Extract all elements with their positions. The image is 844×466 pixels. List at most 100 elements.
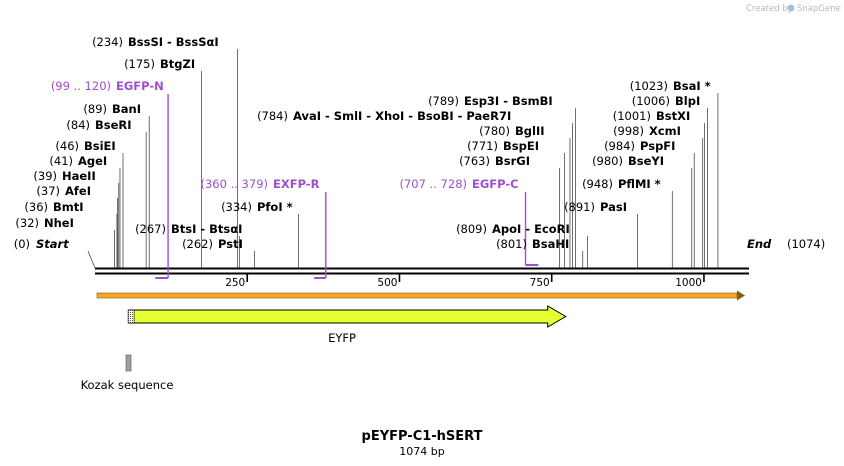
site-label-xcmi: (998) XcmI (613, 124, 681, 138)
map-length: 1074 bp (399, 445, 444, 458)
site-label-esp3i-bsmbi: (789) Esp3I - BsmBI (428, 94, 553, 108)
site-position: (780) (479, 124, 510, 138)
site-leader-lines (87, 49, 719, 269)
site-position: (175) (124, 57, 155, 71)
tick-label-500: 500 (377, 277, 397, 289)
site-name: BsaI * (673, 79, 711, 93)
feature-eyfp: EYFP (127, 305, 567, 345)
site-position: (1001) (613, 109, 651, 123)
site-label-apoi-ecori: (809)ApoI - EcoRI (456, 222, 570, 236)
site-name: BssSI - BssSαI (128, 35, 219, 49)
eyfp-arrow (128, 305, 567, 328)
site-name: EGFP-C (472, 177, 519, 191)
site-label-bspei: (771)BspEI (467, 139, 539, 153)
site-position: (37) (36, 184, 60, 198)
site-label-pasi: (891) PasI (564, 200, 627, 214)
tick-label-1000: 1000 (675, 277, 702, 289)
site-name: BmtI (53, 200, 84, 214)
site-name: EGFP-N (116, 79, 164, 93)
kozak-box (125, 354, 132, 372)
site-name: PspFI (640, 139, 675, 153)
site-name: BstXI (656, 109, 690, 123)
site-label-avai-smli-xhoi-bsobi-paer7i: (784)AvaI - SmlI - XhoI - BsoBI - PaeR7I (257, 109, 511, 123)
site-position: (39) (33, 169, 57, 183)
site-label-bsai: (1023)BsaI * (630, 79, 711, 93)
eyfp-start-cap (127, 309, 135, 324)
site-position: (801) (496, 237, 527, 251)
site-position: (36) (24, 200, 48, 214)
orf-arrowhead-icon (737, 290, 745, 301)
site-name: BsrGI (495, 154, 530, 168)
site-name: PasI (600, 200, 627, 214)
site-label-blpi: (1006) BlpI (632, 94, 700, 108)
site-position: (360 .. 379) (201, 177, 269, 191)
site-position: (948) (582, 177, 613, 191)
site-position: (41) (49, 154, 73, 168)
credit-brand: SnapGene (797, 4, 841, 14)
site-name: BseYI (628, 154, 664, 168)
credit-prefix: Created by (746, 4, 793, 14)
site-label-bmti: (36) BmtI (24, 200, 83, 214)
site-label-bsssi-bsss-i: (234) BssSI - BssSαI (92, 35, 219, 49)
map-title: pEYFP-C1-hSERT (362, 429, 483, 444)
site-label-bseri: (84)BseRI (66, 118, 131, 132)
site-label-bsiei: (46) BsiEI (55, 139, 115, 153)
site-label-bseyi: (980) BseYI (592, 154, 664, 168)
site-position: (771) (467, 139, 498, 153)
end-position: (1074) (787, 237, 825, 251)
site-position: (763) (459, 154, 490, 168)
site-label-psti: (262) PstI (182, 237, 243, 251)
site-label-bani: (89)BanI (83, 102, 141, 116)
site-label-bsahi: (801) BsaHI (496, 237, 569, 251)
tick-label-750: 750 (530, 277, 550, 289)
site-position: (984) (604, 139, 635, 153)
site-name: BseRI (95, 118, 132, 132)
site-position: (891) (564, 200, 595, 214)
site-label-primer-exfp-r: (360 .. 379)EXFP-R (201, 177, 320, 191)
site-label-pspfi: (984) PspFI (604, 139, 675, 153)
site-position: (1006) (632, 94, 670, 108)
site-name: BsaHI (532, 237, 569, 251)
site-name: HaeII (62, 169, 96, 183)
site-label-agei: (41) AgeI (49, 154, 107, 168)
site-position: (46) (55, 139, 79, 153)
site-position: (234) (92, 35, 123, 49)
site-name: AgeI (78, 154, 107, 168)
site-position: (980) (592, 154, 623, 168)
site-position: (89) (83, 102, 107, 116)
site-label-primer-egfp-c: (707 .. 728) EGFP-C (400, 177, 519, 191)
site-position: (99 .. 120) (51, 79, 111, 93)
eyfp-label: EYFP (328, 331, 356, 345)
sequence-backbone (95, 267, 749, 275)
site-label-bglii: (780) BglII (479, 124, 544, 138)
site-name: PstI (218, 237, 243, 251)
site-label-nhei: (32)NheI (15, 216, 74, 230)
site-name: XcmI (649, 124, 681, 138)
primer-bars (155, 94, 539, 279)
site-labels: (32)NheI (36) BmtI (37)AfeI(39) HaeII(41) Age… (14, 35, 826, 251)
site-position: (32) (15, 216, 39, 230)
site-label-bsrgi: (763) BsrGI (459, 154, 530, 168)
orf-bar (96, 292, 738, 299)
site-label-afei: (37)AfeI (36, 184, 91, 198)
site-position: (998) (613, 124, 644, 138)
snapgene-logo-icon (787, 4, 795, 12)
site-name: Esp3I - BsmBI (464, 94, 553, 108)
site-position: (334) (221, 200, 252, 214)
site-name: BsiEI (84, 139, 116, 153)
site-name: BglII (515, 124, 545, 138)
site-name: BtgZI (160, 57, 195, 71)
site-position: (262) (182, 237, 213, 251)
site-position: (267) (135, 222, 166, 236)
start-label: Start (36, 237, 69, 251)
site-position: (789) (428, 94, 459, 108)
site-label-pfoi: (334)PfoI * (221, 200, 293, 214)
site-name: ApoI - EcoRI (492, 222, 570, 236)
site-position: (784) (257, 109, 288, 123)
site-label-haeii: (39) HaeII (33, 169, 95, 183)
site-position: (707 .. 728) (400, 177, 468, 191)
site-name: BlpI (675, 94, 700, 108)
leader-start (87, 250, 96, 269)
